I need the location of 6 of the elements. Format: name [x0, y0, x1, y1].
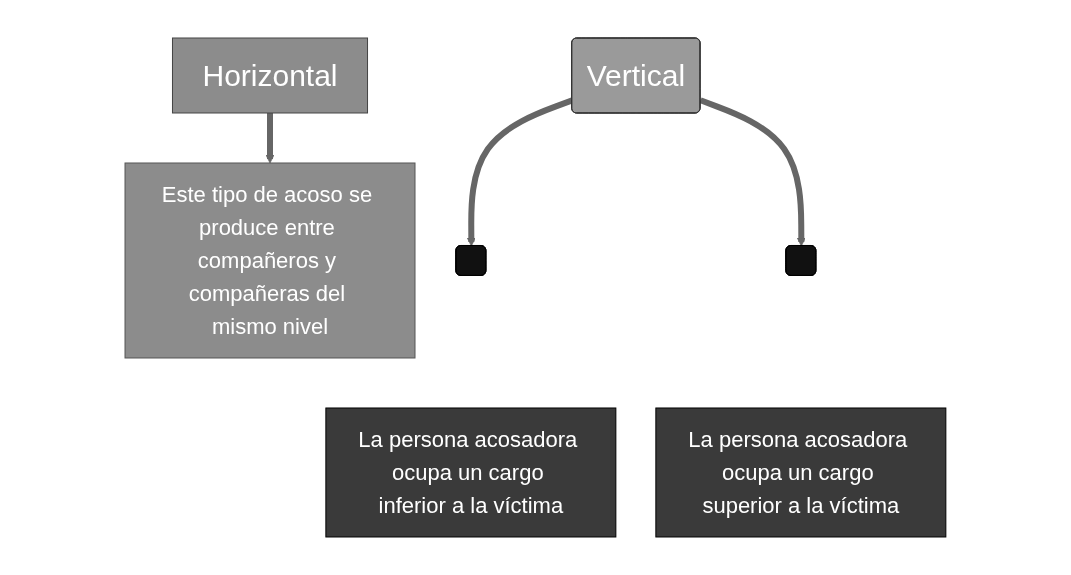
- node-box: La persona acosadora ocupa un cargo superior a la víctima: [655, 407, 947, 538]
- arrow: [265, 113, 275, 164]
- node-box: Horizontal: [172, 37, 369, 114]
- node-box: Este tipo de acoso se produce entre compañeros y compañeras del mismo nivel: [124, 162, 416, 359]
- arrow: [699, 97, 806, 247]
- node-box: La persona acosadora ocupa un cargo inferior a la víctima: [325, 407, 617, 538]
